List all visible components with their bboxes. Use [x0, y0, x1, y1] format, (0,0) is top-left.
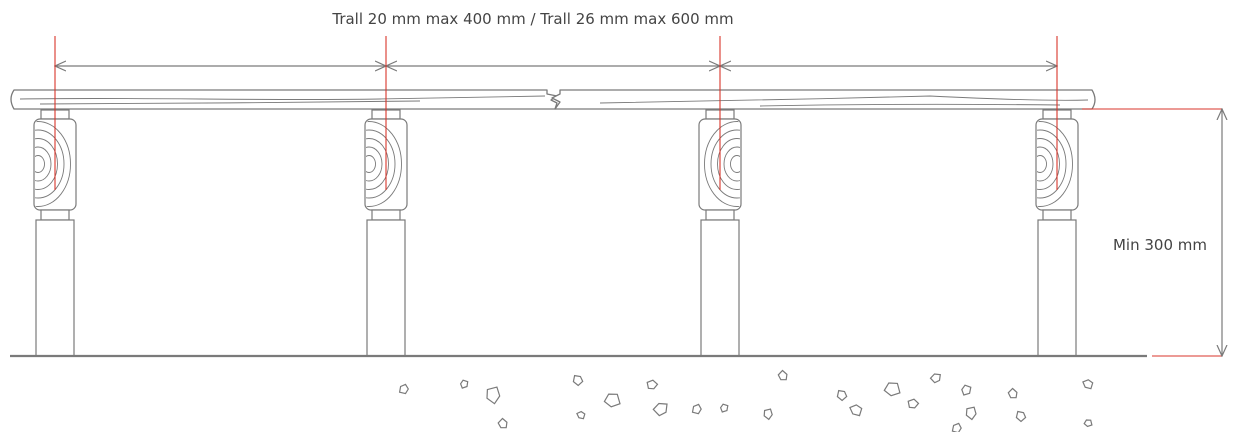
grain-ring [704, 121, 740, 207]
gravel-stone [1083, 419, 1093, 428]
support-bottom-clip [371, 209, 401, 221]
gravel-stone [719, 403, 729, 413]
grain-ring [35, 121, 71, 207]
support-post [1035, 109, 1079, 357]
height-label: Min 300 mm [1113, 236, 1207, 254]
support-pillar [35, 219, 75, 357]
gravel-stone [929, 373, 941, 384]
support-post [698, 109, 742, 357]
gravel-stone [576, 410, 586, 420]
wood-grain [366, 121, 402, 207]
grain-ring [35, 129, 65, 199]
red-guide-lines [54, 36, 1222, 357]
grain-ring [35, 155, 45, 173]
gravel-stone [763, 408, 773, 421]
wood-grain [1037, 121, 1073, 207]
support-post [364, 109, 408, 357]
wood-grain [35, 121, 71, 207]
wood-grain [704, 121, 740, 207]
span-label: Trall 20 mm max 400 mm / Trall 26 mm max… [331, 10, 733, 28]
grain-ring [366, 121, 402, 207]
gravel-stone [907, 398, 920, 409]
gravel-stone [486, 386, 501, 405]
support-pillar [366, 219, 406, 357]
gravel-stone [849, 404, 863, 417]
gravel-stone [398, 383, 410, 395]
gravel [398, 369, 1094, 432]
gravel-stone [603, 393, 621, 408]
gravel-stone [572, 374, 584, 387]
grain-ring [366, 155, 376, 173]
support-posts [33, 109, 1079, 357]
grain-ring [1037, 138, 1060, 190]
grain-ring [366, 129, 396, 199]
gravel-stone [883, 382, 901, 397]
support-bottom-clip [40, 209, 70, 221]
gravel-stone [691, 403, 702, 415]
gravel-stone [1082, 379, 1094, 390]
gravel-stone [459, 379, 469, 389]
grain-ring [1037, 129, 1067, 199]
gravel-stone [836, 389, 848, 402]
gravel-stone [1015, 410, 1027, 423]
grain-ring [366, 138, 389, 190]
grain-ring [717, 138, 740, 190]
support-pillar [700, 219, 740, 357]
gravel-stone [961, 384, 972, 396]
grain-ring [1037, 121, 1073, 207]
support-post [33, 109, 77, 357]
gravel-stone [965, 406, 977, 421]
grain-ring [1037, 146, 1054, 182]
grain-ring [730, 155, 740, 173]
support-pillar [1037, 219, 1077, 357]
grain-ring [35, 146, 52, 182]
deck-board [10, 89, 1096, 110]
grain-ring [1037, 155, 1047, 173]
gravel-stone [497, 417, 508, 429]
support-bottom-clip [1042, 209, 1072, 221]
gravel-stone [652, 402, 668, 417]
gravel-stone [951, 422, 962, 432]
gravel-stone [1007, 387, 1018, 399]
grain-ring [35, 138, 58, 190]
gravel-stone [777, 369, 788, 381]
grain-ring [723, 146, 740, 182]
gravel-stone [646, 379, 659, 390]
grain-ring [710, 129, 740, 199]
grain-ring [366, 146, 383, 182]
support-bottom-clip [705, 209, 735, 221]
